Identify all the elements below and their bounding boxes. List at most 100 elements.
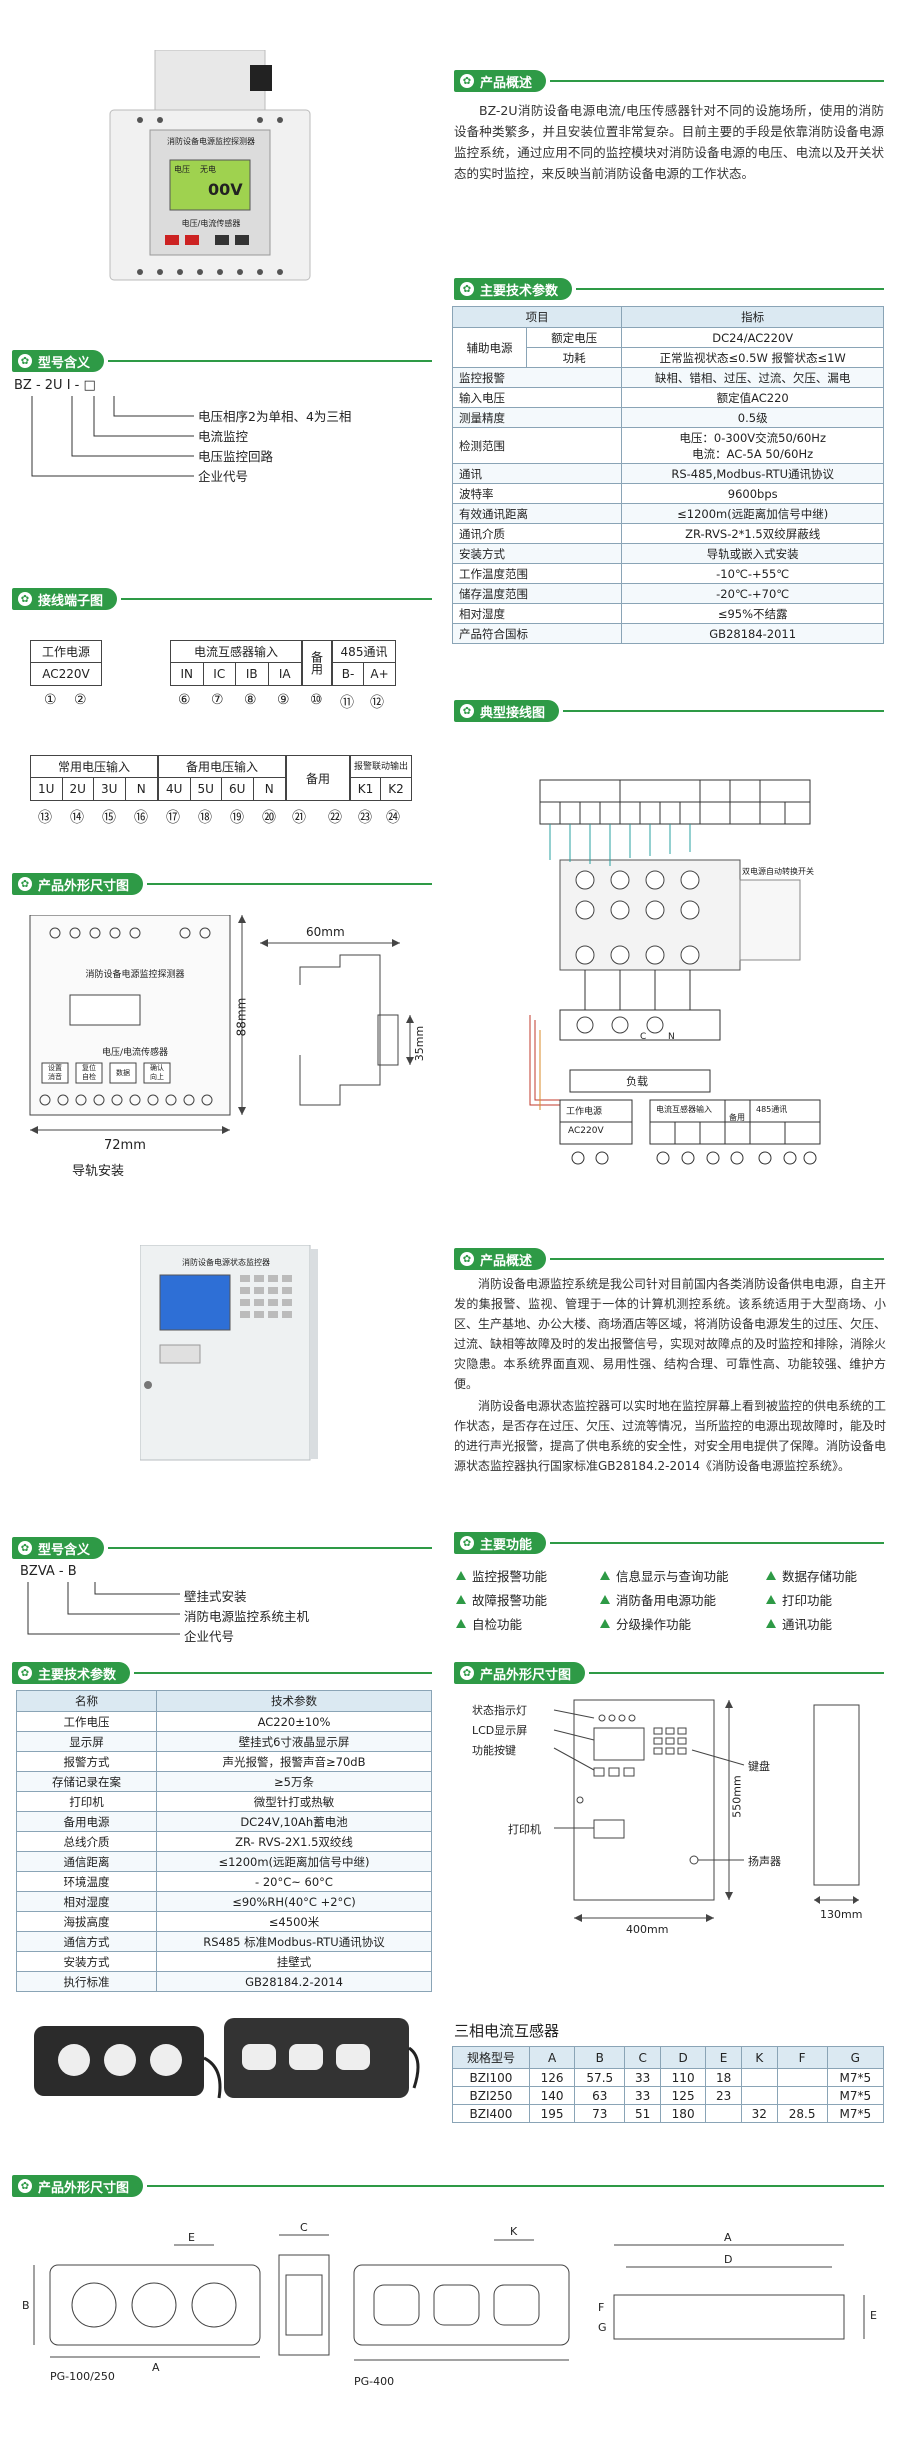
dim3-label-k: K xyxy=(510,2225,518,2238)
dim1-height-label: 88mm xyxy=(234,997,249,1037)
ct-table-cell: 32 xyxy=(740,2104,778,2123)
terminal2-backup-box: 备用电压输入 4U 5U 6U N xyxy=(158,755,286,801)
terminal1-num: ① xyxy=(44,692,57,708)
spec-key: 监控报警 xyxy=(451,367,623,388)
dim3-label-e2: E xyxy=(870,2309,877,2322)
dim2-speaker-label: 扬声器 xyxy=(748,1855,781,1868)
function-item: 数据存储功能 xyxy=(766,1566,857,1585)
section-model-meaning2: ✿型号含义 xyxy=(12,1537,432,1559)
ct-table-cell: 28.5 xyxy=(776,2104,828,2123)
dim1-width-bottom: 72mm xyxy=(104,1138,146,1153)
section-icon: ✿ xyxy=(460,704,474,718)
overview1-text: BZ-2U消防设备电源电流/电压传感器针对不同的设施场所，使用的消防设备种类繁多… xyxy=(454,103,884,181)
triangle-icon xyxy=(600,1619,610,1628)
dim3-label-a1: A xyxy=(152,2361,160,2374)
dim2-height-label: 550mm xyxy=(730,1775,744,1818)
ct-table-cell: M7*5 xyxy=(826,2068,885,2087)
spec-value: 额定值AC220 xyxy=(621,387,884,408)
triangle-icon xyxy=(766,1571,776,1580)
spec-key: 安装方式 xyxy=(16,1951,157,1972)
section-overview2: ✿产品概述 xyxy=(454,1248,884,1270)
spec-key: 环境温度 xyxy=(16,1871,157,1892)
ct-table-cell xyxy=(776,2068,828,2087)
function-label: 消防备用电源功能 xyxy=(616,1593,717,1608)
function-item: 消防备用电源功能 xyxy=(600,1590,716,1609)
terminal1-num: ⑧ xyxy=(244,692,257,708)
terminal2-alarm-label: 报警联动输出 xyxy=(351,756,411,778)
terminal2-num: ⑮ xyxy=(102,810,116,826)
section-specs2: ✿主要技术参数 xyxy=(12,1662,432,1684)
section-title: 接线端子图 xyxy=(38,593,104,609)
dim2-drawing: 状态指示灯 LCD显示屏 功能按键 打印机 键盘 扬声器 550mm 400mm… xyxy=(454,1690,884,1940)
function-label: 通讯功能 xyxy=(782,1617,833,1632)
table-row: 相对湿度≤90%RH(40°C +2°C) xyxy=(16,1891,432,1912)
ct-table-header: 规格型号 xyxy=(452,2046,530,2069)
specs1-aux-key: 额定电压 xyxy=(525,327,623,348)
ct-table-cell: BZI100 xyxy=(452,2068,530,2087)
section-title: 主要技术参数 xyxy=(480,283,559,299)
dim3-pg1-label: PG-100/250 xyxy=(50,2370,115,2383)
dim1-btn-data: 数据 xyxy=(116,1069,130,1077)
terminal-cell: 2U xyxy=(63,778,94,800)
table-row: 安装方式导轨或嵌入式安装 xyxy=(451,543,884,564)
ct-table-cell: M7*5 xyxy=(826,2086,885,2105)
section-specs1: ✿主要技术参数 xyxy=(454,278,884,300)
ct-photo xyxy=(24,2008,424,2118)
ct-table-cell xyxy=(705,2104,742,2123)
dim3-label-g: G xyxy=(598,2321,607,2334)
specs1-header-value: 指标 xyxy=(621,306,884,328)
section-title: 产品外形尺寸图 xyxy=(38,878,130,894)
device1-photo: 消防设备电源监控探测器 电压 无电 00V 电压/电流传感器 xyxy=(100,49,320,290)
triangle-icon xyxy=(766,1595,776,1604)
spec-value: DC24V,10Ah蓄电池 xyxy=(156,1811,432,1832)
wiring-power-label: 工作电源 xyxy=(566,1107,603,1117)
terminal-cell: 3U xyxy=(94,778,126,800)
ct-table-cell: 57.5 xyxy=(574,2068,626,2087)
function-label: 故障报警功能 xyxy=(472,1593,548,1608)
terminal2-num: ㉔ xyxy=(386,810,400,826)
spec-value: ≤90%RH(40°C +2°C) xyxy=(156,1891,432,1912)
spec-key: 存储记录在案 xyxy=(16,1771,157,1792)
section-title: 产品外形尺寸图 xyxy=(480,1667,572,1683)
model2-item-1: 壁挂式安装 xyxy=(184,1589,247,1604)
device1-title: 消防设备电源监控探测器 xyxy=(167,137,255,146)
terminal-cell: N xyxy=(264,782,274,796)
dim2-keyboard-label: 键盘 xyxy=(748,1760,770,1773)
spec-key: 输入电压 xyxy=(451,387,623,408)
terminal1-ct-label: 电流互感器输入 xyxy=(171,641,301,663)
table-row: 储存温度范围-20℃-+70℃ xyxy=(451,583,884,604)
spec-value: - 20°C~ 60°C xyxy=(156,1871,432,1892)
dim2-printer-label: 打印机 xyxy=(508,1823,541,1836)
terminal-cell: B- xyxy=(333,663,364,685)
spec-key: 工作温度范围 xyxy=(451,563,623,584)
ct-table-header: K xyxy=(740,2046,778,2069)
model2-leaders xyxy=(27,1582,180,1635)
specs1-aux-label: 辅助电源 xyxy=(452,327,527,368)
dim3-drawings: B E A C K A D F G E PG-100/250 PG-400 xyxy=(14,2205,886,2415)
ct-table-cell: 110 xyxy=(659,2068,707,2087)
section-title: 主要技术参数 xyxy=(38,1667,117,1683)
section-title: 产品外形尺寸图 xyxy=(38,2180,130,2196)
triangle-icon xyxy=(600,1571,610,1580)
function-item: 故障报警功能 xyxy=(456,1590,547,1609)
ct-table-cell: 140 xyxy=(528,2086,576,2105)
wiring-power-value: AC220V xyxy=(568,1126,604,1136)
dim3-label-a2: A xyxy=(724,2231,732,2244)
spec-key: 相对湿度 xyxy=(451,603,623,624)
spec-value: ZR- RVS-2X1.5双绞线 xyxy=(156,1831,432,1852)
function-item: 监控报警功能 xyxy=(456,1566,547,1585)
specs2-header-value: 技术参数 xyxy=(156,1690,432,1712)
section-icon: ✿ xyxy=(18,2179,32,2193)
overview2-text2: 消防设备电源状态监控器可以实时地在监控屏幕上看到被监控的供电系统的工作状态，是否… xyxy=(454,1399,887,1473)
wiring-spare-label: 备用 xyxy=(729,1113,745,1122)
model1-item-3: 电压监控回路 xyxy=(198,449,274,464)
triangle-icon xyxy=(456,1619,466,1628)
dim2-keys-label: 功能按键 xyxy=(472,1744,516,1757)
function-item: 信息显示与查询功能 xyxy=(600,1566,729,1585)
function-item: 打印功能 xyxy=(766,1590,832,1609)
